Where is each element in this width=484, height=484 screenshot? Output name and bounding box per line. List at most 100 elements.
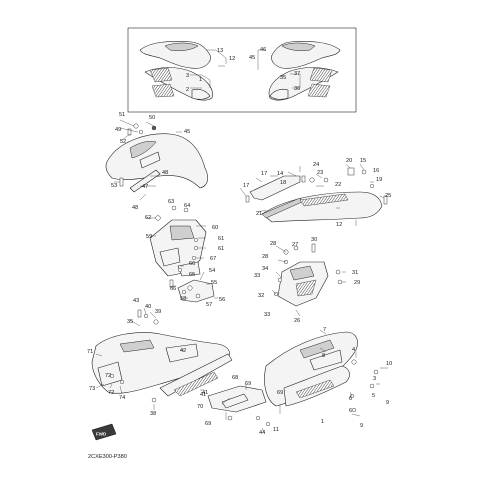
hardware-group-49-53 xyxy=(114,119,157,187)
callout-30: 30 xyxy=(311,237,317,243)
callout-40: 40 xyxy=(145,304,151,310)
callout-16: 16 xyxy=(373,168,379,174)
callout-59: 59 xyxy=(146,234,152,240)
callout-66: 66 xyxy=(170,286,176,292)
callout-23: 23 xyxy=(317,170,323,176)
callout-63: 63 xyxy=(168,199,174,205)
callout-61: 61 xyxy=(218,236,224,242)
callout-46: 46 xyxy=(260,47,266,53)
callout-50: 50 xyxy=(149,115,155,121)
callout-20: 20 xyxy=(346,158,352,164)
upper-cowling xyxy=(105,131,209,201)
callout-9: 9 xyxy=(386,400,389,406)
callout-60: 60 xyxy=(212,225,218,231)
decal-left-hatch-b xyxy=(151,83,175,98)
callout-33: 33 xyxy=(264,312,270,318)
inset-box xyxy=(127,27,357,113)
callout-70: 70 xyxy=(197,404,203,410)
callout-12: 12 xyxy=(336,222,342,228)
callout-65: 65 xyxy=(189,272,195,278)
callout-5: 5 xyxy=(372,393,375,399)
decal-right-stripe xyxy=(281,42,316,52)
callout-42: 42 xyxy=(180,348,186,354)
callout-22: 22 xyxy=(335,182,341,188)
callout-69: 69 xyxy=(205,421,211,427)
callout-28: 28 xyxy=(262,254,268,260)
callout-8: 8 xyxy=(322,353,325,359)
callout-37: 37 xyxy=(294,71,300,77)
callout-51: 51 xyxy=(119,112,125,118)
callout-72: 72 xyxy=(108,390,114,396)
decal-right-hatch-a xyxy=(309,67,333,83)
callout-14: 14 xyxy=(277,171,283,177)
hardware-group-15-25 xyxy=(239,163,388,213)
callout-48: 48 xyxy=(132,205,138,211)
callout-31: 31 xyxy=(352,270,358,276)
callout-17: 17 xyxy=(243,183,249,189)
callout-45: 45 xyxy=(249,55,255,61)
callout-2: 2 xyxy=(186,87,189,93)
decal-right-tip xyxy=(269,88,289,100)
callout-44: 44 xyxy=(259,430,265,436)
decal-left-hatch-a xyxy=(149,67,173,83)
callout-3: 3 xyxy=(186,73,189,79)
callout-32: 32 xyxy=(258,293,264,299)
callout-72: 72 xyxy=(105,373,111,379)
callout-12: 12 xyxy=(229,56,235,62)
inset-leaders-left xyxy=(190,49,227,89)
callout-61: 61 xyxy=(218,246,224,252)
callout-4: 4 xyxy=(352,347,355,353)
fwd-label: FWD xyxy=(96,432,107,437)
callout-35: 35 xyxy=(127,319,133,325)
decal-left-tip xyxy=(191,88,211,100)
callout-13: 13 xyxy=(217,48,223,54)
callout-11: 11 xyxy=(273,427,279,433)
callout-69: 69 xyxy=(277,390,283,396)
callout-7: 7 xyxy=(323,327,326,333)
callout-1: 1 xyxy=(321,419,324,425)
decal-right-hatch-b xyxy=(307,83,331,98)
callout-24: 24 xyxy=(313,162,319,168)
callout-41: 41 xyxy=(200,392,206,398)
callout-19: 19 xyxy=(376,177,382,183)
callout-58: 58 xyxy=(180,296,186,302)
inner-panel-26 xyxy=(271,243,346,317)
callout-64: 64 xyxy=(184,203,190,209)
diagram-code: 2CXE300-P380 xyxy=(88,454,127,460)
callout-67: 67 xyxy=(210,256,216,262)
callout-3: 3 xyxy=(373,376,376,382)
callout-34: 34 xyxy=(262,266,268,272)
callout-41: 41 xyxy=(202,390,208,396)
callout-17: 17 xyxy=(261,171,267,177)
decal-left-stripe xyxy=(164,42,199,52)
callout-43: 43 xyxy=(133,298,139,304)
callout-25: 25 xyxy=(385,193,391,199)
callout-29: 29 xyxy=(354,280,360,286)
callout-55: 55 xyxy=(211,280,217,286)
callout-68: 68 xyxy=(232,375,238,381)
callout-21: 21 xyxy=(256,211,262,217)
lower-cowling-left xyxy=(91,307,233,410)
callout-38: 38 xyxy=(150,411,156,417)
callout-69: 69 xyxy=(245,381,251,387)
callout-33: 33 xyxy=(254,273,260,279)
callout-9: 9 xyxy=(360,423,363,429)
inset-leaders-right xyxy=(257,49,301,89)
callout-36: 36 xyxy=(294,86,300,92)
callout-74: 74 xyxy=(119,395,125,401)
side-panel-upper-12 xyxy=(249,166,383,226)
callout-10: 10 xyxy=(386,361,392,367)
callout-48: 48 xyxy=(162,170,168,176)
callout-15: 15 xyxy=(360,158,366,164)
callout-28: 28 xyxy=(270,241,276,247)
callout-53: 53 xyxy=(111,183,117,189)
lower-cowling-right xyxy=(207,329,388,433)
bracket-14 xyxy=(249,175,301,201)
callout-71: 71 xyxy=(87,349,93,355)
callout-26: 26 xyxy=(294,318,300,324)
bracket-assembly-59-60 xyxy=(146,205,207,277)
callout-39: 39 xyxy=(155,309,161,315)
callout-66: 66 xyxy=(189,261,195,267)
